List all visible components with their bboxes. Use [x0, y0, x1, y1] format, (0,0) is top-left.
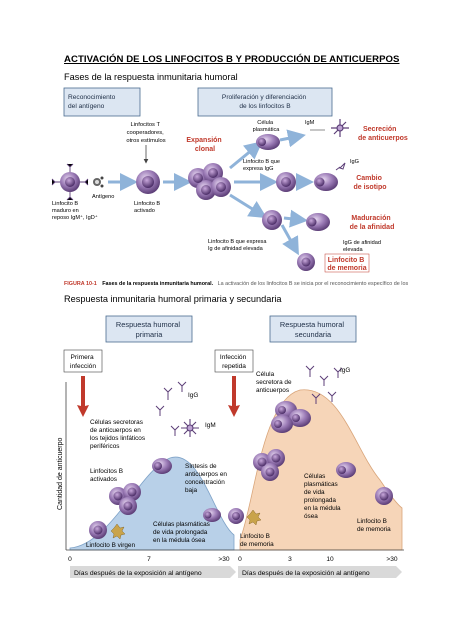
repeat-infection-label: Infección repetida	[220, 354, 248, 370]
repeat-infection-box	[214, 349, 254, 373]
y-axis-label: Cantidad de anticuerpo	[57, 438, 64, 510]
high-affinity-b-cell	[262, 210, 282, 230]
primary-title: Respuesta humoral primaria	[116, 320, 182, 339]
section-subtitle-phases: Fases de la respuesta inmunitaria humora…	[64, 72, 238, 82]
antibody-icons-secondary	[305, 365, 343, 404]
first-infection-box	[63, 349, 103, 373]
memory-b-label-right: Linfocito B de memoria	[357, 518, 391, 533]
igg-b-label: Linfocito B que expresa IgG	[243, 159, 282, 172]
box-proliferation	[197, 87, 333, 117]
igg-icon	[335, 162, 346, 171]
activated-b-label: Linfocito B activado	[134, 201, 162, 214]
box-proliferation-label: Proliferación y diferenciación de los li…	[222, 94, 308, 110]
activated-b-cluster-secondary	[253, 449, 285, 481]
box-antigen-recognition-label: Reconocimiento del antígeno	[68, 94, 117, 110]
antibody-icons-primary	[155, 381, 187, 436]
antigen-label: Antígeno	[92, 194, 114, 200]
tick-secondary-30: >30	[386, 556, 398, 563]
tick-primary-30: >30	[218, 556, 230, 563]
x-axis-label-primary: Días después de la exposición al antígen…	[74, 570, 202, 577]
x-label-bar-secondary	[238, 566, 402, 578]
plasma-cell	[256, 134, 280, 150]
naive-b-label: Linfocito B maduro en reposo IgM⁺, IgD⁺	[52, 201, 98, 221]
plasma-cluster-secondary	[271, 401, 311, 433]
tick-primary-0: 0	[68, 556, 72, 563]
affinity-maturation-label: Maduración de la afinidad	[350, 215, 395, 231]
high-affinity-b-label: Linfocito B que expresa Ig de afinidad e…	[208, 239, 268, 252]
figure-caption: FIGURA 10-1 Fases de la respuesta inmuni…	[64, 281, 408, 287]
clonal-expansion-cluster	[188, 163, 231, 200]
memory-label-box	[324, 253, 370, 273]
tick-secondary-0: 0	[238, 556, 242, 563]
page-title: ACTIVACIÓN DE LOS LINFOCITOS B Y PRODUCC…	[64, 54, 400, 65]
activated-b-cluster	[109, 483, 141, 515]
naive-b-primary	[89, 521, 126, 540]
antigen-icon	[93, 176, 104, 188]
x-label-bar-primary	[70, 566, 236, 578]
memory-b-secondary-right	[375, 487, 393, 505]
igg-label-secondary: IgG	[340, 367, 350, 374]
naive-b-label-2: Linfocito B virgen	[86, 542, 135, 549]
tick-secondary-10: 10	[326, 556, 334, 563]
long-lived-plasma-secondary-label: Células plasmáticas de vida prolongada e…	[304, 473, 342, 520]
long-lived-plasma-primary	[203, 508, 221, 522]
igm-label-primary: IgM	[205, 422, 216, 429]
first-infection-arrow	[77, 376, 89, 417]
igg-label: IgG	[350, 159, 359, 165]
box-antigen-recognition	[63, 87, 141, 117]
igg-label-primary: IgG	[188, 392, 198, 399]
primary-title-box	[105, 315, 193, 343]
memory-b-label: Linfocito B de memoria	[327, 257, 366, 272]
primary-response-curve	[69, 456, 235, 551]
secondary-title-box	[269, 315, 357, 343]
secondary-title: Respuesta humoral secundaria	[280, 320, 346, 339]
long-lived-plasma-primary-label: Células plasmáticas de vida prolongada e…	[153, 521, 212, 544]
activated-b-label-2: Linfocitos B activados	[90, 468, 125, 483]
branch-arrows	[229, 129, 314, 256]
tick-secondary-3: 3	[288, 556, 292, 563]
activated-b-cell	[136, 170, 160, 194]
low-synthesis-label: Síntesis de anticuerpos en concentración…	[185, 463, 229, 494]
igg-b-cell	[276, 172, 296, 192]
high-affinity-igg-label: IgG de afinidad elevada	[343, 240, 383, 253]
long-lived-plasma-secondary	[336, 462, 356, 478]
maturation-cell	[306, 213, 330, 231]
igm-icon-primary	[181, 419, 199, 437]
memory-b-label-left: Linfocito B de memoria	[240, 533, 274, 548]
secretory-cell-secondary-label: Célula secretora de anticuerpos	[256, 371, 293, 394]
igm-pentamer-icon	[331, 119, 349, 137]
tick-primary-7: 7	[147, 556, 151, 563]
section-subtitle-primary-secondary: Respuesta inmunitaria humoral primaria y…	[64, 294, 282, 304]
secretory-peripheral-label: Células secretoras de anticuerpos en los…	[90, 419, 147, 450]
igm-label: IgM	[305, 120, 315, 126]
x-axis-label-secondary: Días después de la exposición al antígen…	[242, 570, 370, 577]
helper-t-label: Linfocitos T cooperadores, otros estímul…	[126, 122, 165, 144]
x-ticks: 0 7 >30 0 3 10 >30	[68, 556, 398, 563]
memory-b-cell	[297, 253, 315, 271]
naive-b-cell	[51, 163, 89, 201]
secretion-label: Secreción de anticuerpos	[358, 126, 408, 142]
memory-b-secondary-left	[228, 508, 262, 526]
plasma-cell-label: Célula plasmática	[253, 120, 281, 133]
isotype-switch-label: Cambio de isotipo	[353, 175, 386, 191]
isotype-cell	[314, 173, 338, 191]
repeat-infection-arrow	[228, 376, 240, 417]
plasma-cells-primary	[152, 458, 172, 474]
clonal-expansion-label: Expansión clonal	[186, 137, 223, 153]
first-infection-label: Primera infección	[70, 354, 96, 370]
